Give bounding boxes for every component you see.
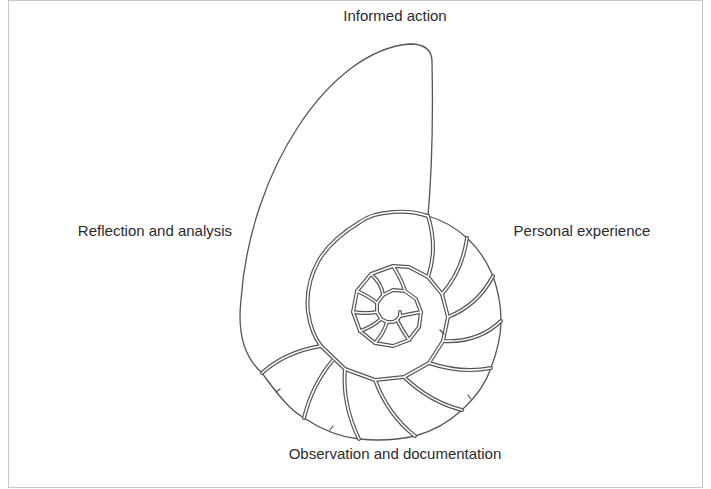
shell-outline (240, 44, 501, 440)
shell-chambers (262, 212, 501, 439)
stage-label: Reflection and analysis (65, 219, 245, 242)
frame (9, 1, 703, 488)
stage-label: Observation and documentation (285, 442, 505, 465)
stage-label: Informed action (295, 4, 495, 27)
stage-label: Personal experience (492, 219, 672, 242)
